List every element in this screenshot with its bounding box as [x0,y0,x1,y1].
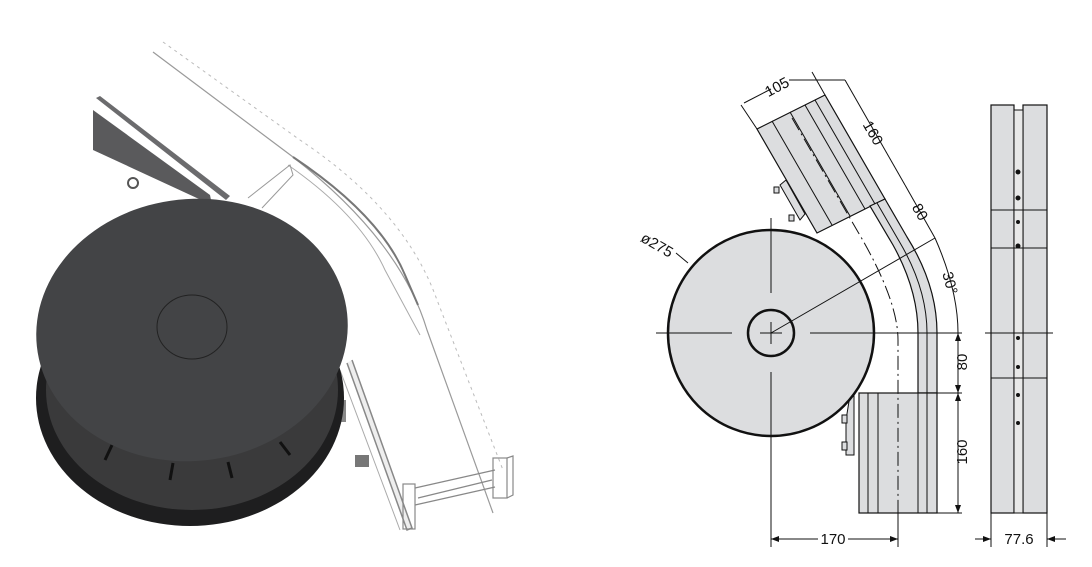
dim-side-width: 77.6 [1004,531,1033,548]
side-view-drawing: 77.6 [975,104,1066,548]
dim-length-lower: 160 [954,439,971,464]
turntable-hub [156,294,228,360]
dim-width-upper: 105 [762,74,792,101]
turntable-render [36,41,514,531]
dim-length-mid: 80 [908,201,931,224]
dim-angle: 30° [938,270,960,296]
dim-length-upper: 160 [859,118,886,148]
dim-diameter: ø275 [638,230,676,262]
dim-length-lower-mid: 80 [954,354,971,371]
turntable-top-disc [36,198,348,462]
dim-offset: 170 [820,531,845,548]
plan-view-drawing: 105 160 80 30° ø275 80 160 170 [638,71,971,548]
dimension-lines [675,71,962,547]
